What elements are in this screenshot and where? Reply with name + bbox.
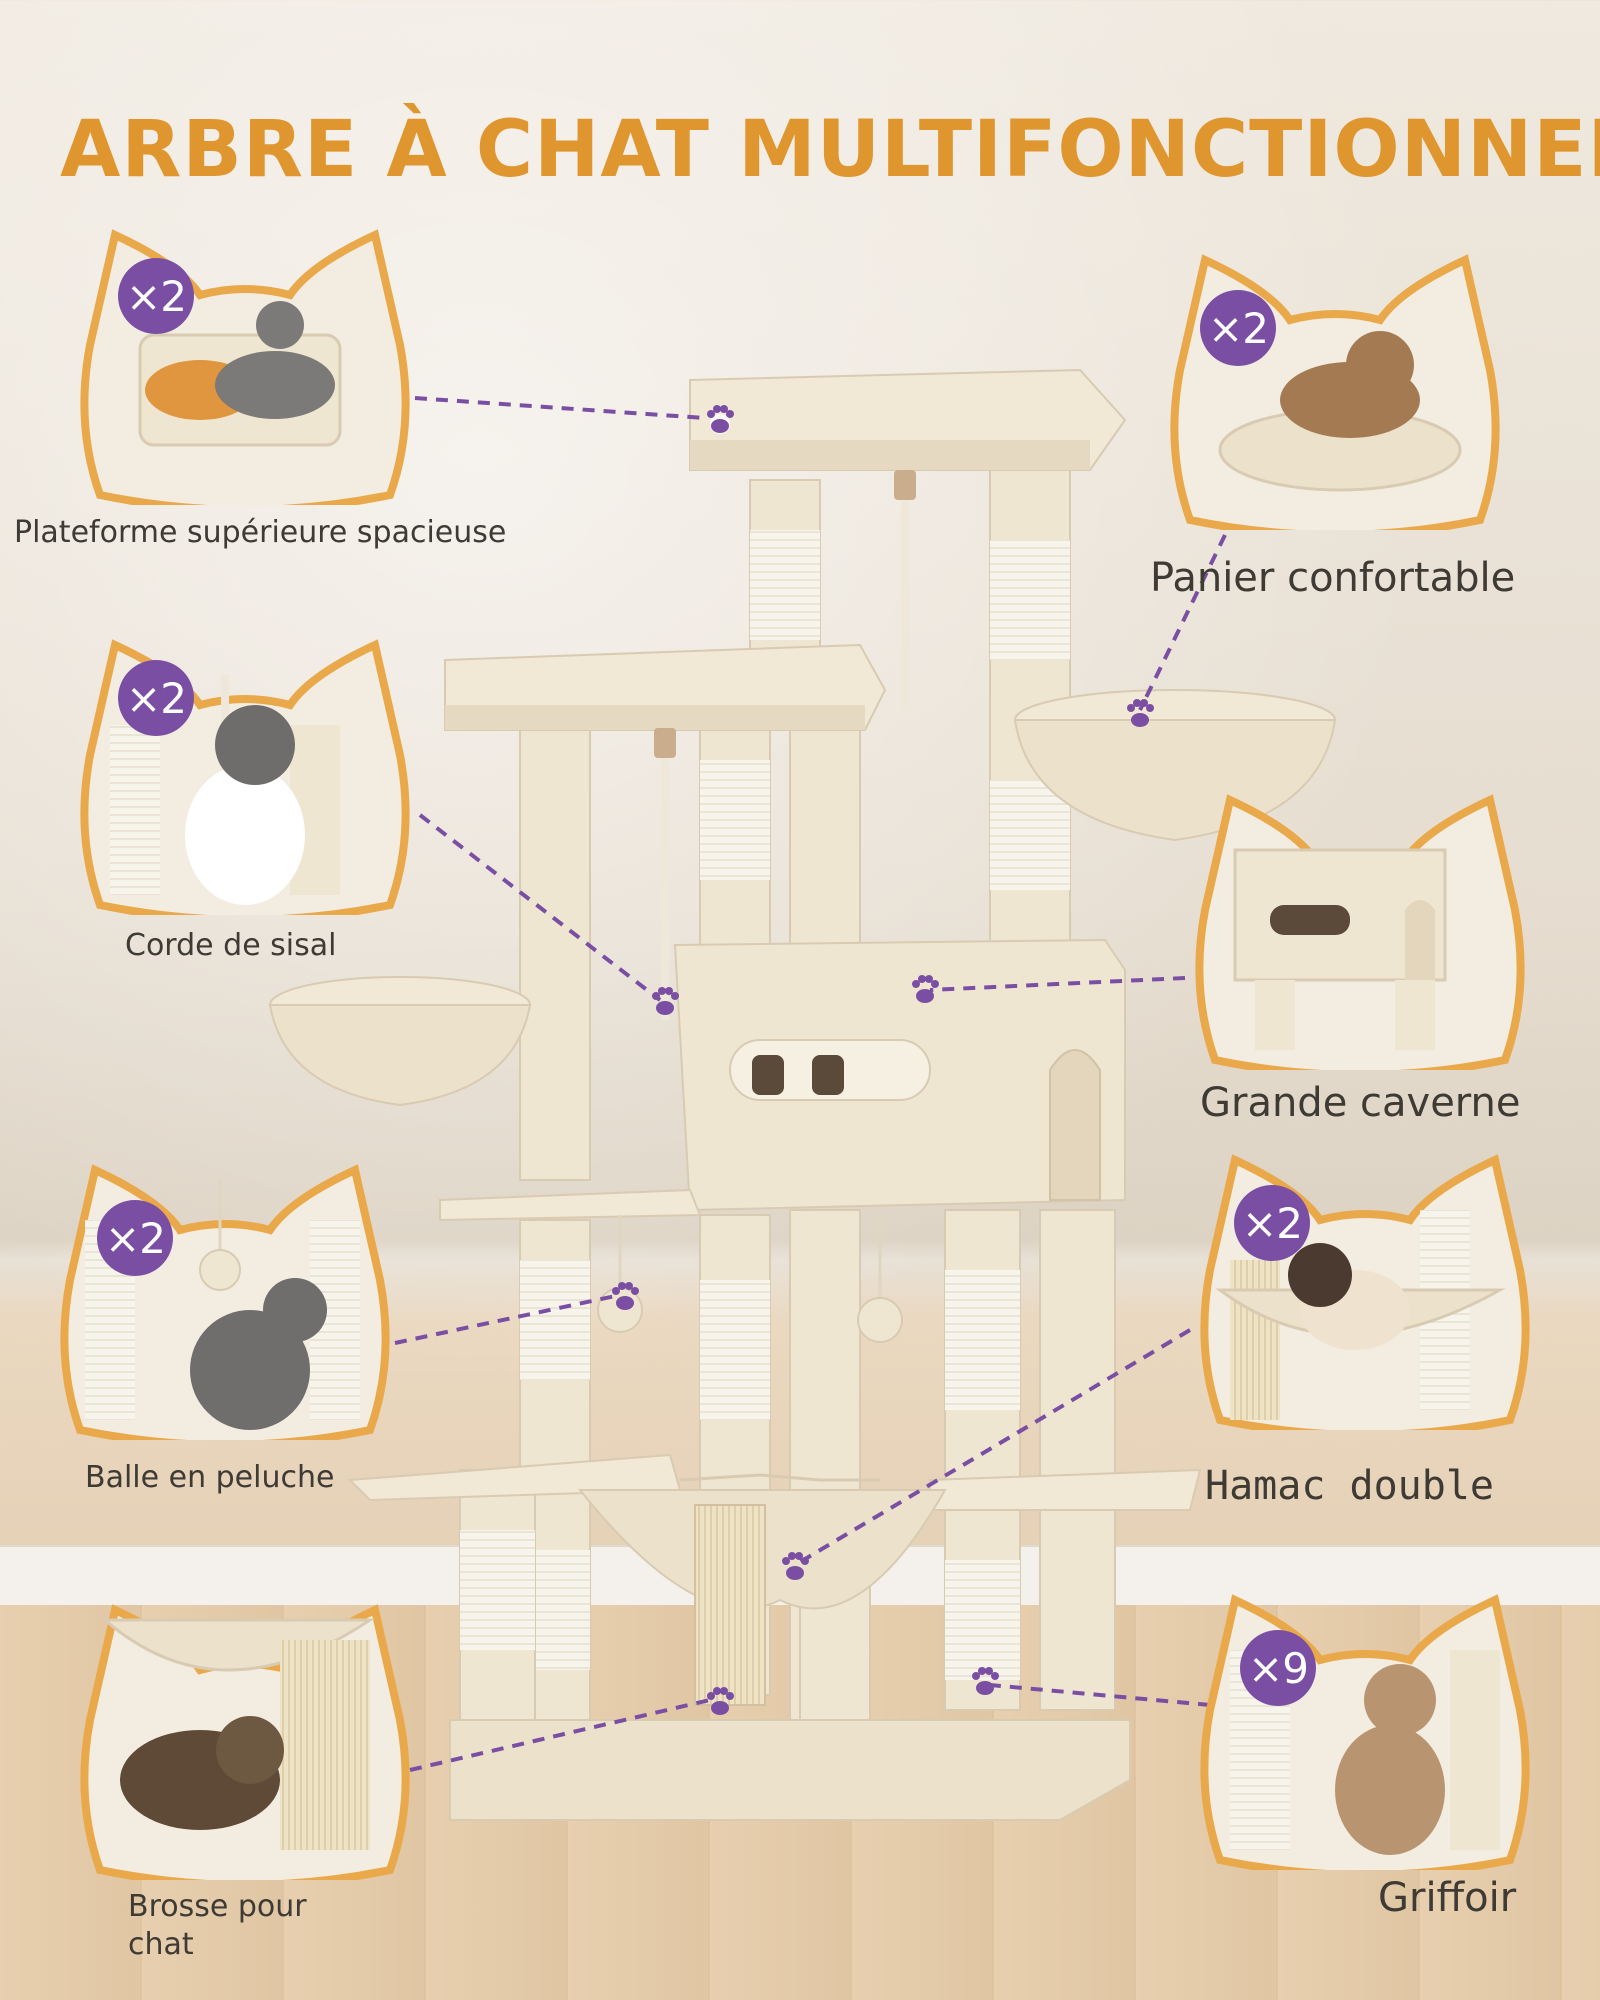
callout-frame-basket: [1170, 254, 1500, 530]
callout-frame-plush-ball: [60, 1164, 390, 1440]
count-badge: ×2: [1200, 290, 1276, 366]
paw-icon: [782, 1552, 809, 1580]
label-top-platform: Plateforme supérieure spacieuse: [14, 515, 507, 550]
callout-frame-brush: [80, 1604, 410, 1880]
callout-frame-cave: [1195, 794, 1525, 1070]
label-scratcher: Griffoir: [1378, 1875, 1517, 1921]
count-badge: ×9: [1240, 1630, 1316, 1706]
paw-icon: [912, 975, 939, 1003]
middle-platform: [439, 1188, 702, 1222]
base-board: [449, 1719, 1131, 1821]
count-badge: ×2: [1234, 1185, 1310, 1261]
label-brush: Brosse pour chat: [128, 1888, 307, 1964]
paw-icon: [707, 1687, 734, 1715]
paw-icon: [652, 987, 679, 1015]
callout-frame-hammock: [1200, 1154, 1530, 1430]
callout-frame-scratcher: [1200, 1594, 1530, 1870]
label-plush-ball: Balle en peluche: [85, 1460, 335, 1495]
label-brush-line2: chat: [128, 1927, 194, 1962]
top-platform: [689, 368, 1127, 471]
count-badge: ×2: [118, 660, 194, 736]
label-brush-line1: Brosse pour: [128, 1889, 307, 1924]
second-platform: [444, 643, 887, 731]
paw-icon: [612, 1282, 639, 1310]
paw-icon: [707, 405, 734, 434]
count-badge: ×2: [118, 258, 194, 334]
page-title: ARBRE À CHAT MULTIFONCTIONNEL: [60, 105, 1600, 195]
callout-frame-sisal-rope: [80, 639, 410, 915]
label-basket: Panier confortable: [1150, 555, 1516, 601]
basket-left: [268, 976, 532, 1107]
label-cave: Grande caverne: [1200, 1080, 1521, 1126]
count-badge: ×2: [97, 1200, 173, 1276]
paw-icons: [612, 405, 1154, 1715]
label-hammock: Hamac double: [1205, 1463, 1494, 1509]
paw-icon: [972, 1667, 999, 1695]
callout-frame-top-platform: [80, 229, 410, 505]
paw-icon: [1127, 699, 1154, 727]
label-sisal-rope: Corde de sisal: [125, 928, 337, 963]
leader-lines: [394, 396, 1227, 1772]
cave-condo: [673, 938, 1126, 1212]
